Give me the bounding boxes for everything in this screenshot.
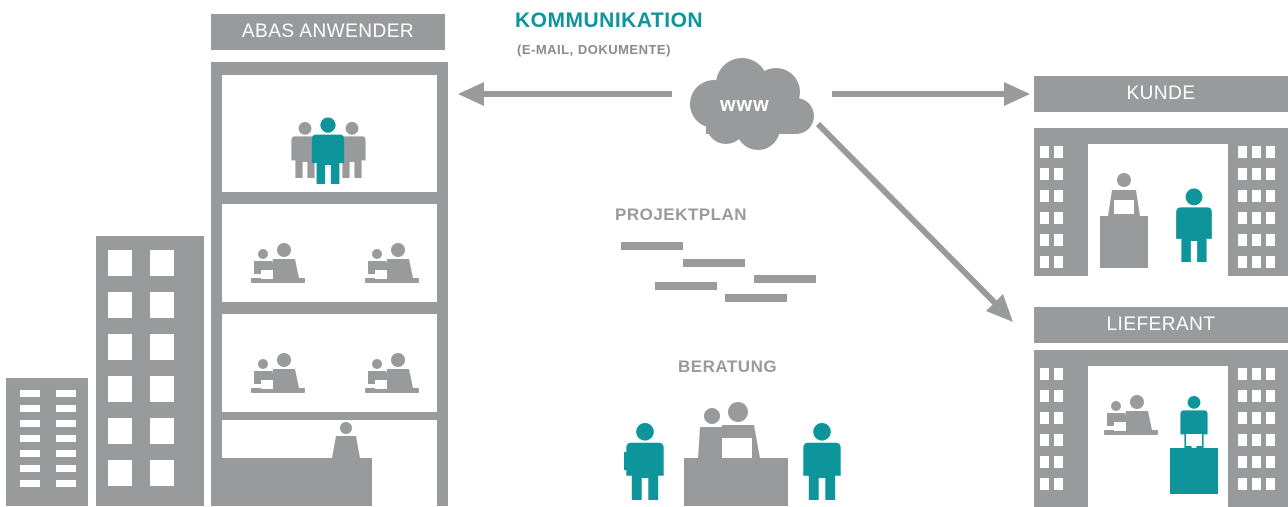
arrow-to-customer: [832, 82, 1030, 106]
meeting-desk-icon: [684, 402, 788, 506]
customer-desk-icon: [1100, 173, 1148, 268]
medium-building: [96, 236, 204, 506]
consultant-right-icon: [803, 423, 841, 500]
gantt-icon: [621, 242, 816, 302]
abas-user-label: ABAS ANWENDER: [211, 14, 445, 50]
customer-label: KUNDE: [1034, 76, 1288, 112]
arrow-to-supplier: [815, 121, 1013, 322]
supplier-person-icon: [1170, 396, 1218, 494]
www-label: www: [720, 94, 770, 116]
arrow-to-user: [458, 82, 672, 106]
consulting-label: BERATUNG: [678, 357, 778, 376]
small-building: [6, 378, 88, 506]
supplier-label: LIEFERANT: [1034, 307, 1288, 343]
communication-subtitle: (E-MAIL, DOKUMENTE): [517, 42, 671, 57]
abas-tower: [211, 62, 448, 506]
supplier-building: [1034, 350, 1288, 507]
cloud-icon: [690, 58, 814, 150]
tablet-icon: [624, 452, 638, 470]
customer-building: [1034, 128, 1288, 276]
project-plan-label: PROJEKTPLAN: [615, 205, 748, 224]
reception-desk-icon: [222, 422, 372, 506]
communication-title: KOMMUNIKATION: [515, 9, 704, 32]
consulting-scene: [624, 402, 841, 506]
